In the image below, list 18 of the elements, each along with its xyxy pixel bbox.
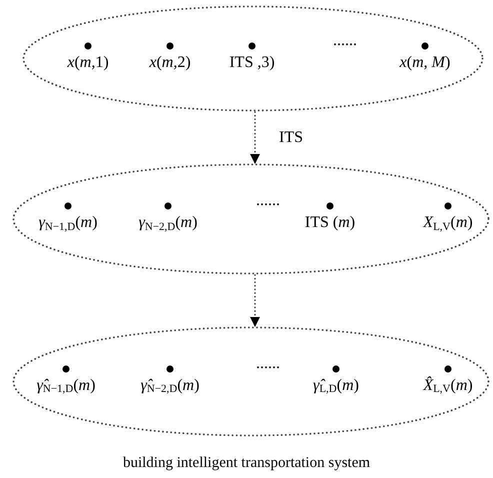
variable-label: ITS ,3)	[229, 54, 275, 70]
variable-label: x(m,1)	[67, 54, 109, 70]
variable-label: X̂$_{L,V}$(m)	[423, 378, 473, 394]
variable-label: x(m, M)	[400, 54, 450, 70]
variable-label: x(m,2)	[149, 54, 191, 70]
ellipsis: ......	[256, 356, 280, 372]
variable-label: γ$_{N−1,D}$(m)	[38, 215, 98, 231]
ellipsis: ......	[333, 32, 357, 48]
variable-label: X$_{L,V}$(m)	[423, 215, 473, 231]
variable-label: ITS (m)	[304, 215, 356, 231]
variable-label: γ$_{N−2,D}$(m)	[138, 215, 198, 231]
arrow	[250, 111, 260, 164]
variable-label: γ̂$_{N−1,D}$(m)	[36, 378, 96, 394]
variable-label: γ̂$_{L,D}$(m)	[313, 378, 359, 394]
ellipsis: ......	[256, 193, 280, 209]
arrow	[250, 274, 260, 327]
variable-label: γ̂$_{N−2,D}$(m)	[140, 378, 200, 394]
caption: building intelligent transportation system	[122, 454, 372, 473]
